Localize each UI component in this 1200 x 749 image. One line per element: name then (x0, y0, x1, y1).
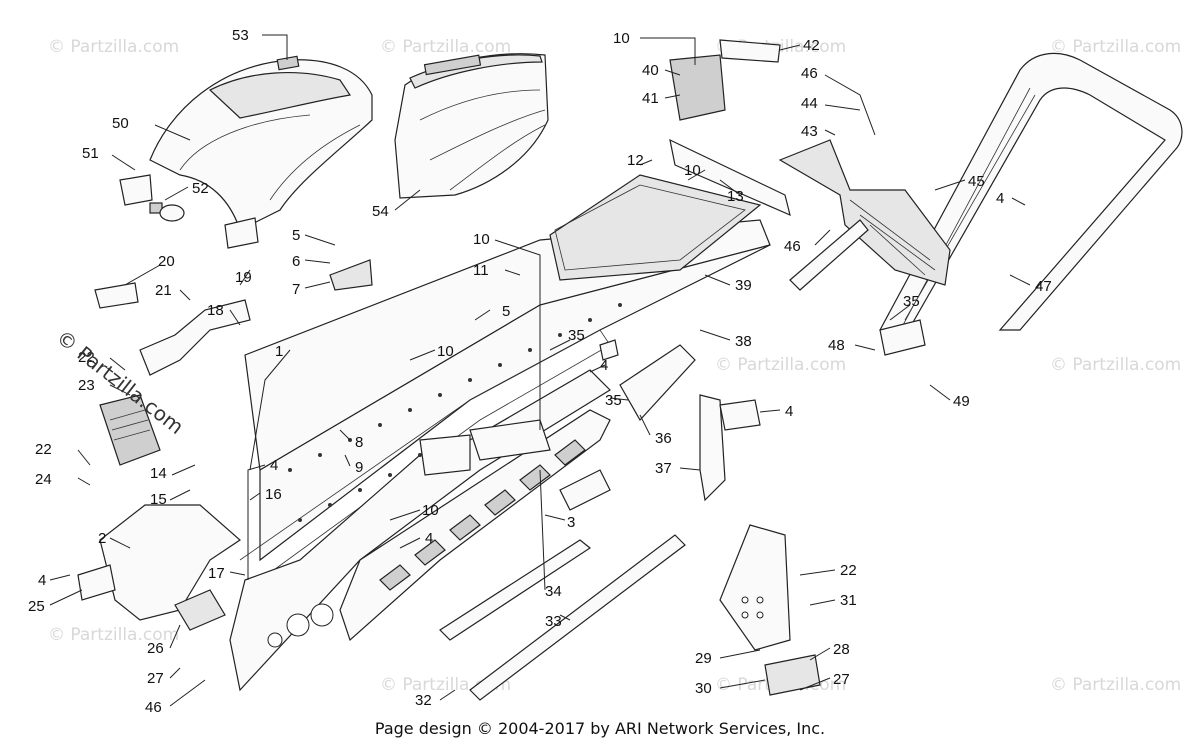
callout-label: 27 (833, 671, 850, 688)
callout-label: 46 (784, 238, 801, 255)
callout-label: 8 (355, 434, 363, 451)
callout-label: 37 (655, 460, 672, 477)
callout-label: 19 (235, 269, 252, 286)
callouts: 53 50 51 52 54 10 40 41 42 46 44 43 45 1… (28, 27, 1052, 716)
callout-label: 4 (270, 457, 278, 474)
callout-label: 23 (78, 377, 95, 394)
callout-label: 33 (545, 613, 562, 630)
callout-label: 5 (502, 303, 510, 320)
callout-label: 26 (147, 640, 164, 657)
callout-label: 10 (613, 30, 630, 47)
callout-label: 4 (996, 190, 1004, 207)
callout-label: 39 (735, 277, 752, 294)
callout-label: 24 (35, 471, 52, 488)
callout-label: 20 (158, 253, 175, 270)
callout-label: 10 (684, 162, 701, 179)
callout-label: 53 (232, 27, 249, 44)
callout-label: 16 (265, 486, 282, 503)
page-footer: Page design © 2004-2017 by ARI Network S… (374, 719, 826, 738)
callout-label: 4 (600, 357, 608, 374)
callout-label: 41 (642, 90, 659, 107)
callout-label: 17 (208, 565, 225, 582)
callout-label: 25 (28, 598, 45, 615)
callout-label: 47 (1035, 278, 1052, 295)
callout-label: 9 (355, 459, 363, 476)
callout-label: 11 (473, 262, 489, 279)
callout-label: 14 (150, 465, 167, 482)
callout-label: 46 (145, 699, 162, 716)
watermark: © Partzilla.com (1050, 37, 1181, 57)
callout-label: 13 (727, 188, 744, 205)
callout-label: 50 (112, 115, 129, 132)
callout-label: 4 (425, 530, 433, 547)
callout-label: 27 (147, 670, 164, 687)
callout-label: 12 (627, 152, 644, 169)
watermark: © Partzilla.com (48, 37, 179, 57)
callout-label: 5 (292, 227, 300, 244)
callout-label: 22 (78, 349, 95, 366)
callout-label: 29 (695, 650, 712, 667)
parts (77, 39, 1183, 701)
callout-label: 43 (801, 123, 818, 140)
callout-label: 36 (655, 430, 672, 447)
callout-label: 31 (840, 592, 857, 609)
watermarks: © Partzilla.com © Partzilla.com © Partzi… (48, 37, 1181, 695)
callout-label: 22 (840, 562, 857, 579)
callout-label: 10 (437, 343, 454, 360)
callout-label: 44 (801, 95, 818, 112)
watermark: © Partzilla.com (1050, 675, 1181, 695)
callout-label: 45 (968, 173, 985, 190)
leader-lines (49, 34, 1031, 707)
callout-label: 4 (785, 403, 793, 420)
callout-label: 54 (372, 203, 389, 220)
seat-part (119, 55, 373, 249)
callout-label: 35 (605, 392, 622, 409)
callout-label: 35 (568, 327, 585, 344)
callout-label: 7 (292, 281, 300, 298)
callout-label: 30 (695, 680, 712, 697)
callout-label: 48 (828, 337, 845, 354)
callout-label: 42 (803, 37, 820, 54)
callout-label: 10 (473, 231, 490, 248)
callout-label: 18 (207, 302, 224, 319)
callout-label: 3 (567, 514, 575, 531)
running-board-part (339, 409, 611, 642)
watermark: © Partzilla.com (48, 625, 179, 645)
rear-bumper-part (879, 52, 1183, 356)
watermark: © Partzilla.com (380, 37, 511, 57)
callout-label: 40 (642, 62, 659, 79)
callout-label: 49 (953, 393, 970, 410)
callout-label: 32 (415, 692, 432, 709)
callout-label: 1 (275, 343, 283, 360)
callout-label: 35 (903, 293, 920, 310)
watermark: © Partzilla.com (715, 355, 846, 375)
callout-label: 2 (98, 530, 106, 547)
brackets-part (77, 259, 821, 701)
callout-label: 21 (155, 282, 172, 299)
callout-label: 52 (192, 180, 209, 197)
tunnel-part (229, 174, 771, 692)
callout-label: 4 (38, 572, 46, 589)
callout-label: 22 (35, 441, 52, 458)
callout-label: 28 (833, 641, 850, 658)
watermark: © Partzilla.com (1050, 355, 1181, 375)
callout-label: 10 (422, 502, 439, 519)
callout-label: 51 (82, 145, 99, 162)
callout-label: 46 (801, 65, 818, 82)
snowflap-part (669, 39, 951, 291)
callout-label: 6 (292, 253, 300, 270)
callout-label: 34 (545, 583, 562, 600)
storage-bag-part (394, 53, 549, 199)
callout-label: 15 (150, 491, 167, 508)
callout-label: 38 (735, 333, 752, 350)
